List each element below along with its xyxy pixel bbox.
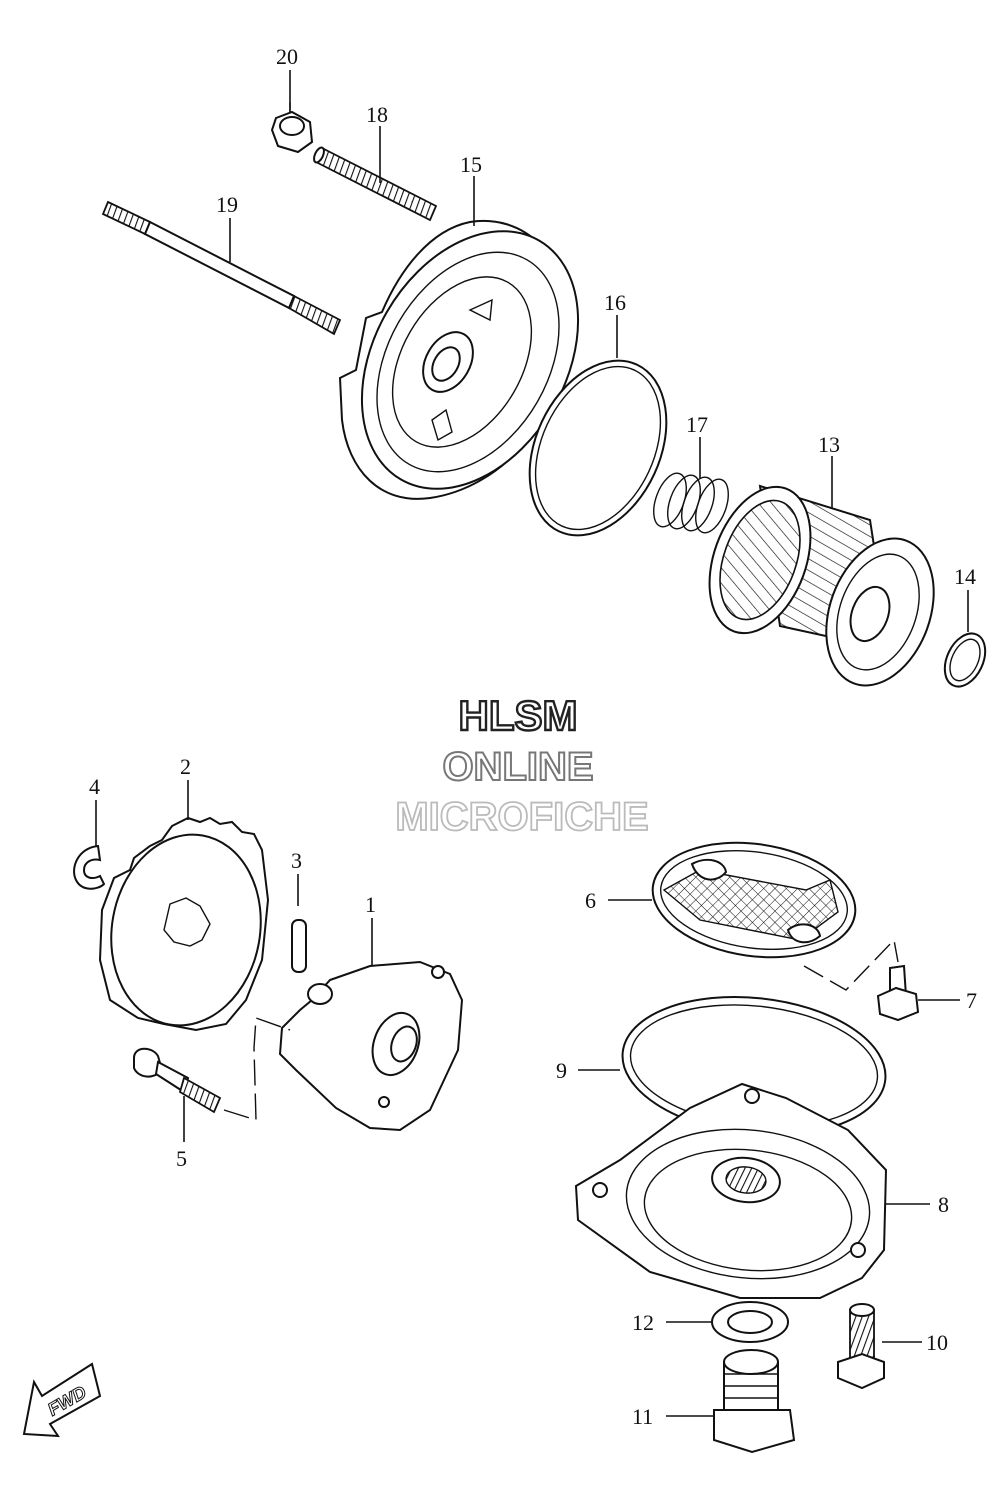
callout-11: 11 [632, 1404, 653, 1429]
part-7-bolt [876, 964, 960, 1022]
watermark-line-2: ONLINE [442, 745, 593, 789]
part-14-small-o-ring [943, 590, 987, 688]
callout-labels: 20 18 15 19 16 17 13 14 2 4 3 1 6 7 9 5 … [89, 44, 977, 1429]
part-4-e-clip [73, 800, 106, 890]
part-2-gear [98, 780, 270, 1032]
callout-6: 6 [585, 888, 596, 913]
watermark-line-1: HLSM [459, 692, 578, 739]
callout-8: 8 [938, 1192, 949, 1217]
callout-16: 16 [604, 290, 626, 315]
callout-14: 14 [954, 564, 976, 589]
part-8-cover [574, 1082, 930, 1299]
part-13-oil-filter [708, 456, 935, 687]
fwd-arrow: FWD [22, 1362, 102, 1438]
part-15-filter-cap [338, 176, 580, 500]
callout-19: 19 [216, 192, 238, 217]
callout-20: 20 [276, 44, 298, 69]
callout-5: 5 [176, 1146, 187, 1171]
part-5-bolt [133, 1017, 291, 1142]
part-20-nut [270, 70, 314, 154]
part-3-pin [291, 874, 307, 973]
callout-4: 4 [89, 774, 100, 799]
callout-13: 13 [818, 432, 840, 457]
part-17-spring [653, 437, 729, 534]
part-16-o-ring [528, 315, 668, 537]
callout-7: 7 [966, 988, 977, 1013]
watermark: HLSM ONLINE MICROFICHE [394, 691, 649, 840]
part-11-drain-plug [666, 1349, 796, 1454]
part-18-stud [313, 126, 438, 222]
part-1-oil-pump [278, 918, 464, 1132]
callout-12: 12 [632, 1310, 654, 1335]
callout-9: 9 [556, 1058, 567, 1083]
callout-3: 3 [291, 848, 302, 873]
part-10-bolt [837, 1303, 922, 1390]
callout-15: 15 [460, 152, 482, 177]
callout-2: 2 [180, 754, 191, 779]
callout-10: 10 [926, 1330, 948, 1355]
part-6-strainer [608, 841, 899, 991]
part-19-long-stud [101, 200, 342, 336]
callout-17: 17 [686, 412, 708, 437]
callout-18: 18 [366, 102, 388, 127]
watermark-line-3: MICROFICHE [395, 795, 648, 839]
part-12-washer [666, 1301, 789, 1343]
callout-1: 1 [365, 892, 376, 917]
